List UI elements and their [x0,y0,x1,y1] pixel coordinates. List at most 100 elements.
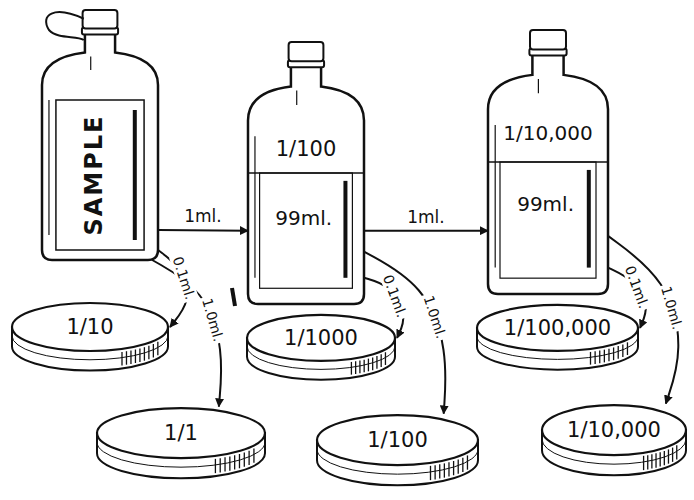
glass-highlight [296,91,297,105]
transfer-arrow [364,230,488,232]
bottle-body [42,28,158,261]
sample-label: SAMPLE [80,114,108,235]
ink-mark [232,288,235,306]
plate-shading [126,351,127,365]
glass-highlight [254,136,255,277]
plate-lid [477,305,638,351]
plate-shading [215,459,216,473]
label-holder: 1/100 [367,428,428,452]
dilution-label: 99ml. [517,192,574,216]
bottle-cork [83,10,118,29]
label-holder: 1/100 [276,137,337,161]
plate-label: 1/100,000 [504,316,611,340]
plate-shading [385,352,386,365]
volume-label: 0.1ml. [379,270,411,321]
dilution-bottle: 1/100 99ml. [248,42,364,304]
plate-lid [12,303,168,351]
plate-shading [224,457,225,471]
plate-shading [430,466,431,480]
glass-highlight [495,125,496,268]
plate-shading [220,458,221,472]
glass-shadow [343,181,347,278]
plate-shading [135,350,136,364]
plate-shading [590,352,591,365]
bottle-string [46,12,84,40]
plate-label: 1/1 [164,421,198,445]
petri-plate: 1/10 [10,300,170,375]
bottle-label-panel [260,173,353,288]
plate-shading [139,348,140,362]
plate-shading [364,360,365,373]
plate-shading [467,455,468,469]
bottle-label-panel [56,100,144,250]
plate-shading [381,354,382,367]
plate-shading [248,451,249,465]
label-holder: 1/1000 [284,326,358,350]
plate-label: 1/10,000 [567,418,661,442]
plate-shading [130,350,131,364]
plate-shading [599,351,600,364]
dilution-label: 1/100 [276,137,337,161]
plate-shading [376,356,377,369]
volume-label: 1.0ml. [199,294,228,345]
label-holder: SAMPLE [80,114,108,235]
plate-shading [672,448,673,462]
plate-shading [651,454,652,468]
volume-label: 1ml. [405,209,447,225]
plate-shading [458,459,459,473]
plate-lid [97,408,265,458]
dilution-bottle: 1/10,000 99ml. [488,30,608,294]
plate-shading [148,346,149,360]
volume-label: 1.0ml. [658,282,687,333]
label-holder: 1/1 [164,421,198,445]
plate-shading [676,445,677,459]
bottle-body [488,48,608,294]
plate-shading [453,461,454,475]
plate-shading [355,361,356,374]
plate-shading [359,361,360,374]
plate-shading [253,448,254,462]
bottle-outline [248,42,364,304]
plate-shading [372,357,373,370]
plate-shading [660,452,661,466]
plate-label: 1/10 [66,315,113,339]
bottle-outline [488,30,608,294]
plate-label: 1/100 [367,428,428,452]
plate-lid [542,405,686,455]
glass-highlight [48,100,49,235]
volume-label: 1ml. [182,208,224,224]
label-holder: 99ml. [517,192,574,216]
label-holder: 1/100,000 [504,316,611,340]
plate-shading [434,465,435,479]
plate-shading [144,347,145,361]
plate-shading [622,344,623,357]
petri-plate: 1/1 [95,405,267,483]
plate-shading [594,351,595,364]
plate-shading [244,452,245,466]
label-holder: 1/10 [66,315,113,339]
plate-shading [157,342,158,356]
glass-shadow [587,170,591,268]
glass-highlight [538,79,539,93]
plate-shading [613,347,614,360]
label-holder: 1/10,000 [567,418,661,442]
bottle-cork [289,42,324,61]
petri-plate: 1/100,000 [475,302,640,374]
plate-shading [229,456,230,470]
volume-label: 0.1ml. [169,253,199,304]
label-holder: 99ml. [275,206,332,230]
plate-shading [234,455,235,469]
bottle-label-panel [500,162,596,278]
plate-shading [618,346,619,359]
glass-highlight [90,57,91,71]
bottle-cork [530,30,566,49]
plate-shading [643,456,644,470]
volume-label: 1.0ml. [419,291,449,342]
plate-shading [439,464,440,478]
plate-shading [655,453,656,467]
plate-shading [351,362,352,375]
plate-shading [368,359,369,372]
label-holder: 1/10,000 [503,121,592,145]
petri-plate: 1/10,000 [540,402,688,480]
